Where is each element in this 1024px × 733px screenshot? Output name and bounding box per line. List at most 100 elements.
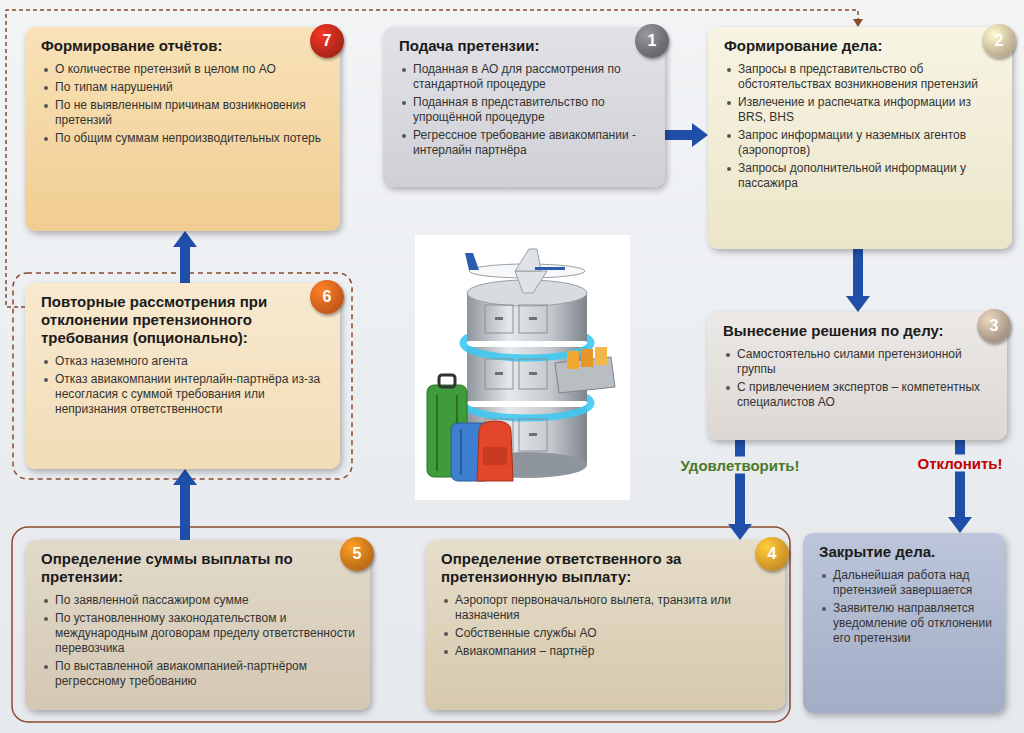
airplane: [465, 249, 585, 293]
box-heading: Подача претензии:: [399, 37, 653, 55]
illustration-part: [460, 429, 462, 475]
box-heading: Вынесение решения по делу:: [723, 322, 995, 340]
bullet-dot: [444, 650, 448, 654]
illustration-part: [595, 347, 607, 365]
bullet-item: По заявленной пассажиром сумме: [41, 593, 358, 608]
closing-box: Закрытие дела. Дальнейшая работа над прет…: [803, 533, 1005, 713]
box-heading: Определение суммы выплаты по претензии:: [41, 550, 358, 586]
callout-number: 3: [977, 309, 1011, 343]
illustration-part: [581, 349, 593, 367]
open-drawer: [555, 347, 615, 393]
illustration-part: [535, 267, 565, 270]
bullet-item: Собственные службы АО: [441, 626, 773, 641]
illustration-part: [495, 317, 503, 320]
bullet-dot: [444, 632, 448, 636]
bullet-item: Запросы дополнительной информации у пасс…: [724, 161, 1000, 191]
illustration-part: [415, 235, 630, 500]
bullet-item: По не выявленным причинам возникновения …: [41, 98, 328, 128]
bullet-dot: [44, 665, 48, 669]
callout-number: 7: [310, 24, 344, 58]
bullet-dot: [727, 134, 731, 138]
bullet-item: Поданная в АО для рассмотрения по станда…: [399, 62, 653, 92]
bullet-dot: [44, 617, 48, 621]
bullet-dot: [44, 599, 48, 603]
bullet-dot: [726, 353, 730, 357]
illustration-part: [485, 359, 513, 389]
process-box: 4Определение ответственного за претензио…: [425, 540, 785, 710]
bullet-dot: [44, 104, 48, 108]
bullet-dot: [444, 599, 448, 603]
bullet-dot: [727, 68, 731, 72]
bullet-item: Запросы в представительство об обстоятел…: [724, 62, 1000, 92]
bullet-dot: [44, 360, 48, 364]
archive-illustration: [415, 235, 630, 500]
bullet-item: Отказ авиакомпании интерлайн-партнёра из…: [41, 372, 328, 417]
illustration-part: [529, 433, 537, 436]
callout-number: 5: [340, 537, 374, 571]
callout-number: 6: [310, 280, 344, 314]
illustration-part: [427, 385, 467, 477]
process-box: 3Вынесение решения по делу:Самостоятельн…: [707, 312, 1007, 440]
process-box: 7Формирование отчётов:О количестве прете…: [25, 27, 340, 231]
bullet-dot: [402, 134, 406, 138]
bullet-dot: [402, 68, 406, 72]
group-bracket: [12, 527, 790, 722]
bullet-item: Поданная в представительство по упрощённ…: [399, 95, 653, 125]
process-box: 1Подача претензии:Поданная в АО для расс…: [383, 27, 665, 187]
bullet-item: Дальнейшая работа над претензией заверша…: [819, 568, 993, 598]
illustration-part: [519, 305, 547, 333]
bullet-item: Авиакомпания – партнёр: [441, 644, 773, 659]
illustration-part: [477, 421, 513, 481]
bullet-dot: [727, 167, 731, 171]
flow-arrow: [180, 247, 190, 283]
bullet-dot: [44, 86, 48, 90]
flow-arrow: [180, 485, 190, 540]
illustration-part: [529, 372, 537, 375]
flow-arrow: [955, 440, 965, 517]
illustration-part: [519, 359, 547, 389]
bullet-dot: [44, 68, 48, 72]
flow-arrow: [735, 440, 745, 524]
bullet-item: Запрос информации у наземных агентов (аэ…: [724, 128, 1000, 158]
edge-label: Отклонить!: [914, 455, 1005, 472]
bullet-item: По выставленной авиакомпанией-партнёром …: [41, 659, 358, 689]
process-box: 5Определение суммы выплаты по претензии:…: [25, 540, 370, 710]
process-box: 2Формирование дела:Запросы в представите…: [708, 27, 1012, 249]
bullet-dot: [44, 137, 48, 141]
flow-arrow: [853, 249, 863, 296]
box-heading: Повторные рассмотрения при отклонении пр…: [41, 293, 328, 347]
bullet-dot: [44, 378, 48, 382]
callout-number: 4: [755, 537, 789, 571]
callout-number: 2: [982, 24, 1016, 58]
bullet-item: Извлечение и распечатка информации из BR…: [724, 95, 1000, 125]
box-heading: Формирование дела:: [724, 37, 1000, 55]
bullet-item: Самостоятельно силами претензионной груп…: [723, 347, 995, 377]
bullet-item: Регрессное требование авиакомпании - инт…: [399, 128, 653, 158]
bullet-item: О количестве претензий в целом по АО: [41, 62, 328, 77]
box-heading: Закрытие дела.: [819, 543, 993, 561]
bullet-dot: [822, 574, 826, 578]
illustration-part: [495, 372, 503, 375]
bullet-dot: [726, 386, 730, 390]
illustration-part: [567, 351, 579, 369]
box-heading: Определение ответственного за претензион…: [441, 550, 773, 586]
bullet-item: Отказ наземного агента: [41, 354, 328, 369]
illustration-part: [529, 317, 537, 320]
illustration-part: [519, 419, 547, 451]
bullet-dot: [822, 607, 826, 611]
luggage: [427, 375, 513, 481]
illustration-part: [485, 305, 513, 333]
box-heading: Формирование отчётов:: [41, 37, 328, 55]
bullet-item: По общим суммам непроизводительных потер…: [41, 131, 328, 146]
bullet-item: Аэропорт первоначального вылета, транзит…: [441, 593, 773, 623]
illustration-part: [483, 447, 507, 465]
bullet-dot: [402, 101, 406, 105]
edge-label: Удовлетворить!: [677, 457, 802, 474]
flow-arrow: [665, 130, 692, 140]
bullet-item: Заявителю направляется уведомление об от…: [819, 601, 993, 646]
process-box: 6Повторные рассмотрения при отклонении п…: [25, 283, 340, 469]
bullet-dot: [727, 101, 731, 105]
bullet-item: С привлечением экспертов – компетентных …: [723, 380, 995, 410]
